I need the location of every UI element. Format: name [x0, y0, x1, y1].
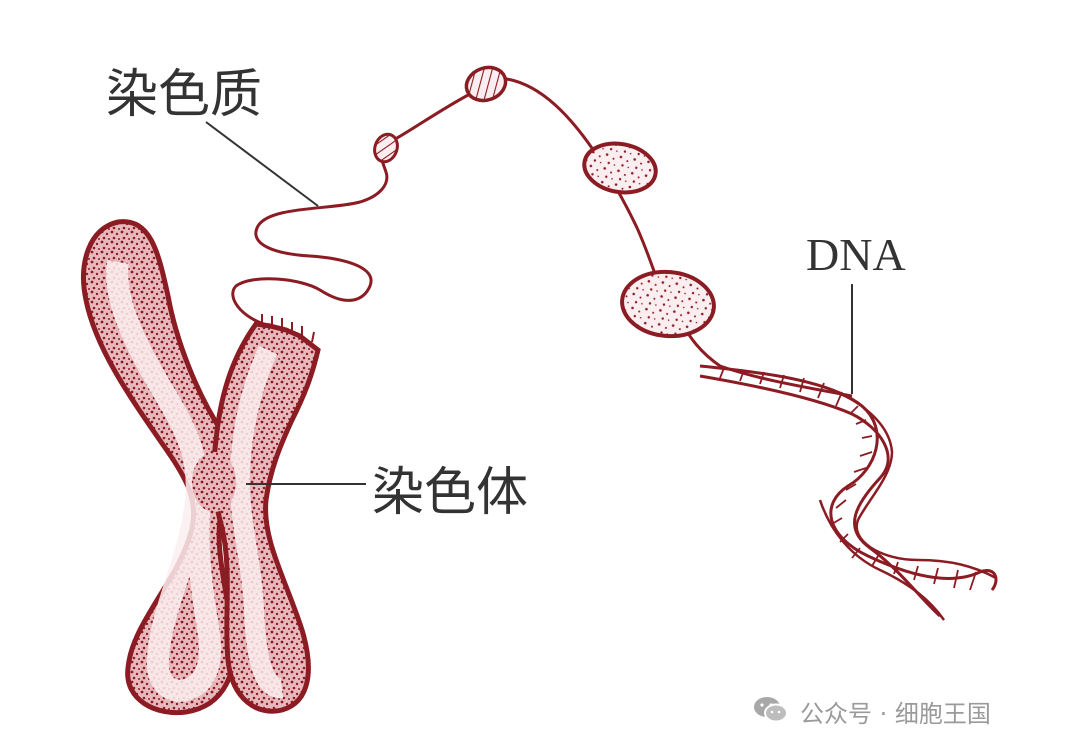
dna-double-helix	[699, 364, 998, 621]
centromere	[192, 452, 236, 512]
chromosome-label: 染色体	[372, 463, 528, 523]
nucleosome-bead	[464, 65, 508, 103]
nucleosome-beads	[373, 65, 716, 339]
chromatin-leader-line	[205, 121, 319, 207]
chromosome	[81, 219, 321, 716]
chromatin-label: 染色质	[106, 65, 262, 125]
nucleosome-bead	[620, 269, 716, 339]
nucleosome-bead	[582, 141, 658, 195]
nucleosome-bead	[373, 132, 399, 164]
wechat-icon	[754, 697, 788, 723]
chromatin-fiber	[231, 76, 853, 398]
dna-label: DNA	[806, 229, 906, 280]
watermark-text: 公众号 · 细胞王国	[800, 700, 991, 728]
leader-lines	[205, 121, 853, 485]
